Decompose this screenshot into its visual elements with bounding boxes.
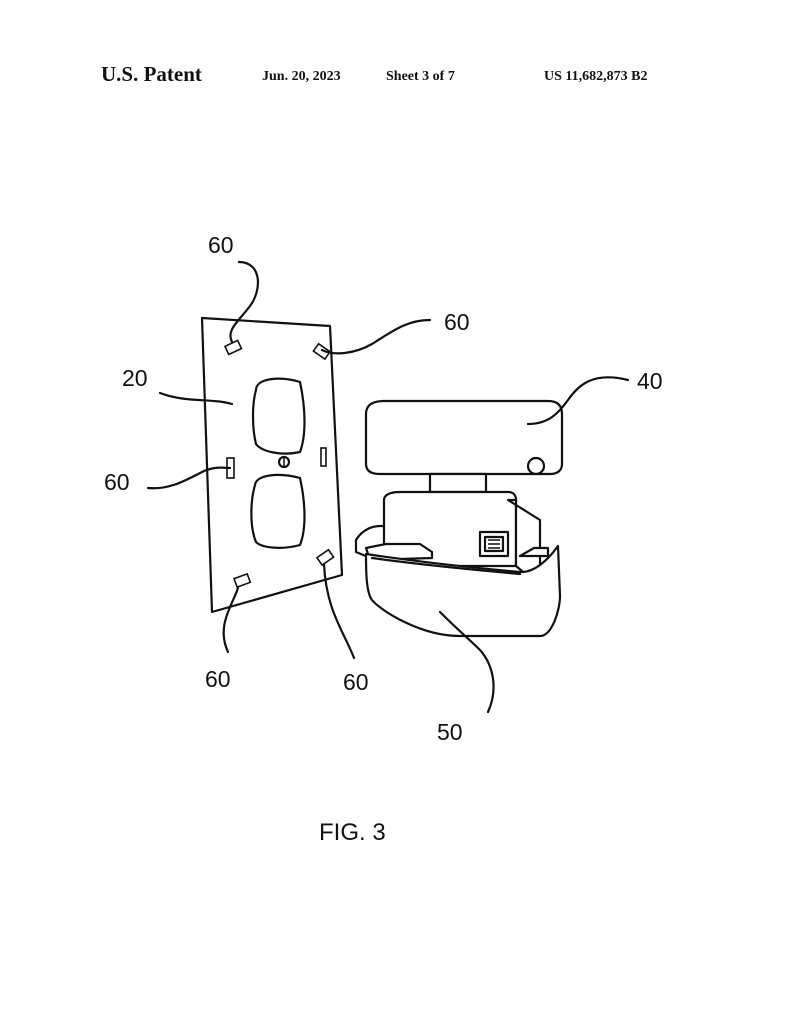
patent-header-title: U.S. Patent [101,62,202,86]
wall-plate [200,316,344,614]
housing-base [354,490,562,638]
figure-caption: FIG. 3 [319,819,386,846]
patent-header-date: Jun. 20, 2023 [262,69,341,84]
label-60-left: 60 [104,469,130,495]
label-60-top: 60 [208,232,234,258]
label-50: 50 [437,719,463,745]
label-60-bottom-right: 60 [343,669,369,695]
label-60-upper-right: 60 [444,309,470,335]
label-60-bottom-left: 60 [205,666,231,692]
label-20: 20 [122,365,148,391]
leader-lines [146,260,630,714]
label-40: 40 [637,368,663,394]
patent-header-number: US 11,682,873 B2 [544,69,648,84]
patent-header-sheet: Sheet 3 of 7 [386,69,455,84]
housing-top [364,399,564,494]
